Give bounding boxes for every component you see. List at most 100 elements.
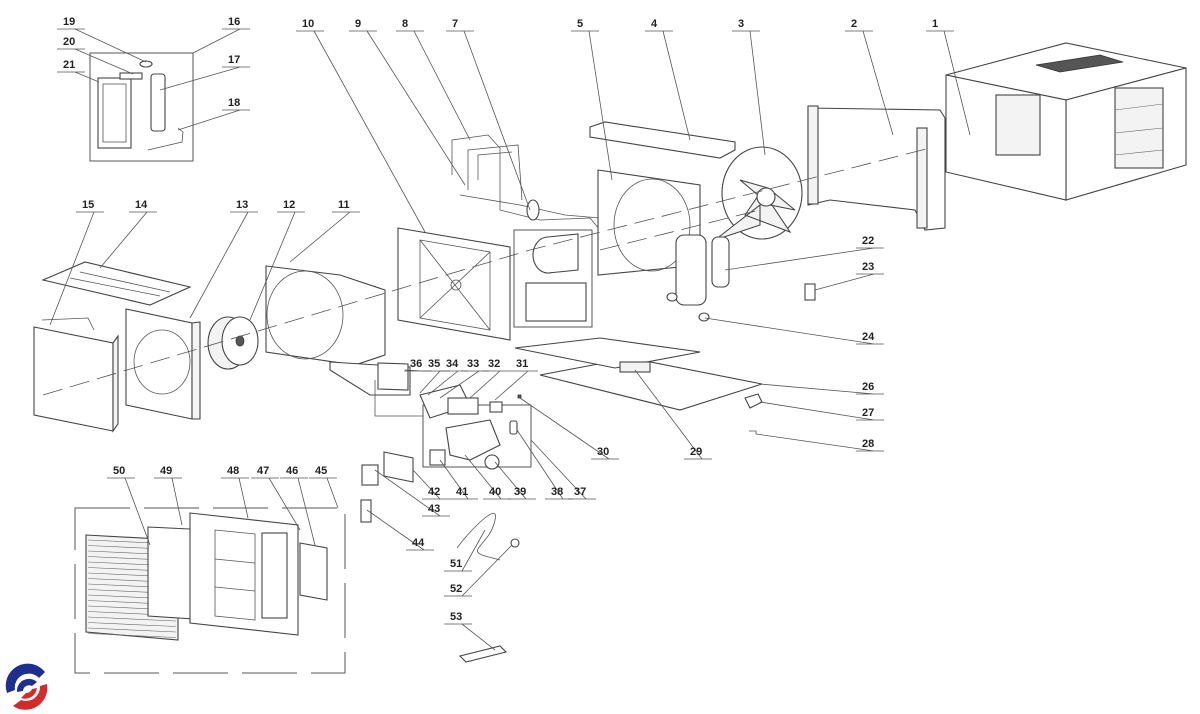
callout-leader bbox=[704, 317, 884, 345]
callout-5: 5 bbox=[571, 18, 613, 181]
callout-label: 50 bbox=[113, 465, 125, 477]
callout-9: 9 bbox=[349, 18, 466, 186]
callout-27: 27 bbox=[759, 401, 884, 421]
fuse bbox=[509, 420, 518, 435]
callout-15: 15 bbox=[49, 199, 104, 326]
callout-label: 27 bbox=[862, 407, 874, 419]
callout-leader bbox=[99, 211, 157, 269]
callout-22: 22 bbox=[724, 235, 884, 271]
callout-3: 3 bbox=[732, 18, 766, 156]
piping-tubes bbox=[467, 144, 523, 201]
callout-label: 16 bbox=[228, 16, 240, 28]
callout-47: 47 bbox=[251, 465, 301, 531]
frame-inner bbox=[102, 83, 127, 143]
control-box-bracket bbox=[377, 362, 409, 391]
axial-fan-hub bbox=[756, 187, 776, 207]
callout-leader bbox=[309, 477, 339, 509]
callout-label: 4 bbox=[651, 18, 658, 30]
callout-46: 46 bbox=[280, 465, 316, 546]
callout-36: 36 bbox=[404, 358, 432, 372]
callout-label: 30 bbox=[597, 446, 609, 458]
air-outlet bbox=[261, 532, 288, 619]
callout-leader bbox=[571, 30, 613, 181]
capacitor bbox=[484, 454, 500, 470]
callout-4: 4 bbox=[645, 18, 691, 141]
compressor-body bbox=[675, 234, 707, 306]
callout-20: 20 bbox=[57, 36, 134, 75]
callout-32: 32 bbox=[469, 358, 510, 399]
callout-leader bbox=[759, 401, 884, 421]
sensor-23 bbox=[804, 283, 816, 301]
pcb bbox=[447, 397, 479, 415]
callout-label: 35 bbox=[428, 358, 440, 370]
callout-leader bbox=[159, 66, 250, 91]
callout-leader bbox=[530, 439, 596, 500]
brand-logo bbox=[5, 663, 48, 710]
callout-leader bbox=[439, 459, 478, 500]
callout-label: 47 bbox=[257, 465, 269, 477]
callout-label: 53 bbox=[450, 611, 462, 623]
base-tray-drain bbox=[619, 361, 651, 373]
callout-leader bbox=[249, 211, 305, 321]
callout-leader bbox=[366, 509, 434, 551]
callout-40: 40 bbox=[464, 454, 511, 500]
callout-leader bbox=[732, 30, 766, 156]
callout-leader bbox=[57, 28, 147, 63]
callout-label: 34 bbox=[446, 358, 459, 370]
shroud-opening bbox=[613, 178, 691, 272]
fan-cover-side bbox=[191, 321, 201, 420]
callout-leader bbox=[446, 30, 531, 211]
callout-label: 41 bbox=[456, 486, 468, 498]
callout-30: 30 bbox=[519, 397, 619, 460]
callout-leader bbox=[280, 477, 316, 546]
callout-29: 29 bbox=[634, 369, 712, 460]
temperature-sensor bbox=[456, 513, 501, 561]
grille-slat bbox=[87, 627, 177, 633]
callout-label: 40 bbox=[489, 486, 501, 498]
motor-mount bbox=[525, 282, 587, 322]
callout-label: 13 bbox=[236, 199, 248, 211]
callout-label: 10 bbox=[302, 18, 314, 30]
display-board-holder bbox=[383, 451, 414, 483]
callout-21: 21 bbox=[57, 59, 100, 83]
callout-label: 1 bbox=[932, 18, 938, 30]
drain-pipe-part bbox=[150, 73, 166, 132]
callout-leader bbox=[296, 30, 426, 233]
callout-label: 12 bbox=[283, 199, 295, 211]
callout-label: 52 bbox=[450, 583, 462, 595]
callout-leader bbox=[221, 477, 249, 519]
callout-44: 44 bbox=[366, 509, 434, 551]
callout-label: 7 bbox=[452, 18, 458, 30]
callout-label: 9 bbox=[355, 18, 361, 30]
callout-leader bbox=[107, 477, 151, 546]
callout-53: 53 bbox=[444, 611, 496, 651]
grille-slat bbox=[87, 622, 177, 627]
callout-leader bbox=[349, 30, 466, 186]
volute bbox=[265, 265, 386, 366]
rubber-foot-left bbox=[666, 292, 678, 302]
motor-body bbox=[547, 233, 579, 274]
fan-cover-hole bbox=[133, 329, 191, 395]
callout-2: 2 bbox=[845, 18, 894, 136]
callout-11: 11 bbox=[289, 199, 360, 263]
callout-label: 42 bbox=[428, 486, 440, 498]
callout-leader bbox=[192, 28, 250, 54]
callout-leader bbox=[251, 477, 301, 531]
insulation-sheet bbox=[429, 449, 446, 466]
callout-label: 18 bbox=[228, 97, 240, 109]
callout-label: 39 bbox=[514, 486, 526, 498]
base-tray bbox=[514, 337, 701, 369]
callout-leader bbox=[412, 469, 450, 500]
callout-52: 52 bbox=[444, 544, 513, 597]
clip-28 bbox=[749, 430, 757, 434]
callout-17: 17 bbox=[159, 54, 250, 91]
receiver bbox=[360, 499, 372, 523]
electric-box bbox=[445, 419, 501, 461]
callout-label: 36 bbox=[410, 358, 422, 370]
callout-51: 51 bbox=[444, 529, 486, 572]
callout-leader bbox=[464, 454, 511, 500]
logo-blue-arc-outer bbox=[5, 663, 45, 693]
louver bbox=[299, 542, 328, 601]
callout-leader bbox=[755, 433, 884, 452]
